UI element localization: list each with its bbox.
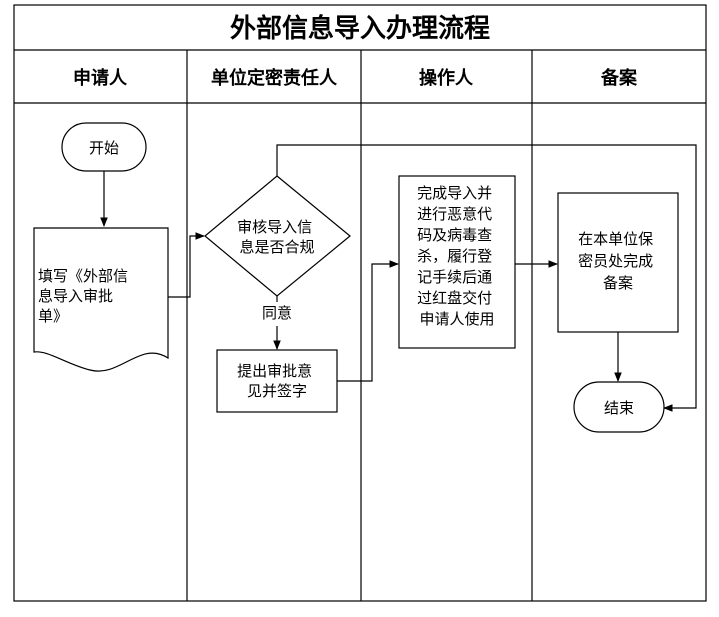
lane-header-operator: 操作人: [419, 67, 474, 89]
agree-label: 同意: [262, 304, 292, 322]
end-label: 结束: [604, 399, 634, 417]
fill-form-document: [33, 227, 169, 372]
arrow-review-reject-to-end: [276, 144, 697, 412]
page-title: 外部信息导入办理流程: [230, 13, 490, 44]
operate-process: [398, 175, 516, 349]
start-label: 开始: [89, 139, 119, 157]
arrow-form-to-review: [168, 232, 205, 298]
lane-header-record: 备案: [600, 67, 638, 89]
swimlane-grid: [13, 4, 707, 602]
sign-process: [216, 349, 338, 413]
review-label: 审核导入信 息是否合规: [237, 218, 317, 256]
record-process: [557, 192, 679, 333]
operate-label: 完成导入并 进行恶意代 码及病毒查 杀，履行登 记手续后通 过红盘交付 申请人使…: [417, 184, 497, 328]
lane-header-classification-officer: 单位定密责任人: [211, 67, 338, 89]
fill-form-label: 填写《外部信 息导入审批 单》: [38, 267, 133, 325]
sign-label: 提出审批意 见并签字: [237, 362, 317, 400]
end-node: [573, 381, 665, 433]
arrow-sign-to-operate: [337, 260, 399, 382]
record-label: 在本单位保 密员处完成 备案: [578, 230, 658, 292]
review-decision: [204, 175, 351, 297]
lane-header-applicant: 申请人: [73, 67, 128, 89]
